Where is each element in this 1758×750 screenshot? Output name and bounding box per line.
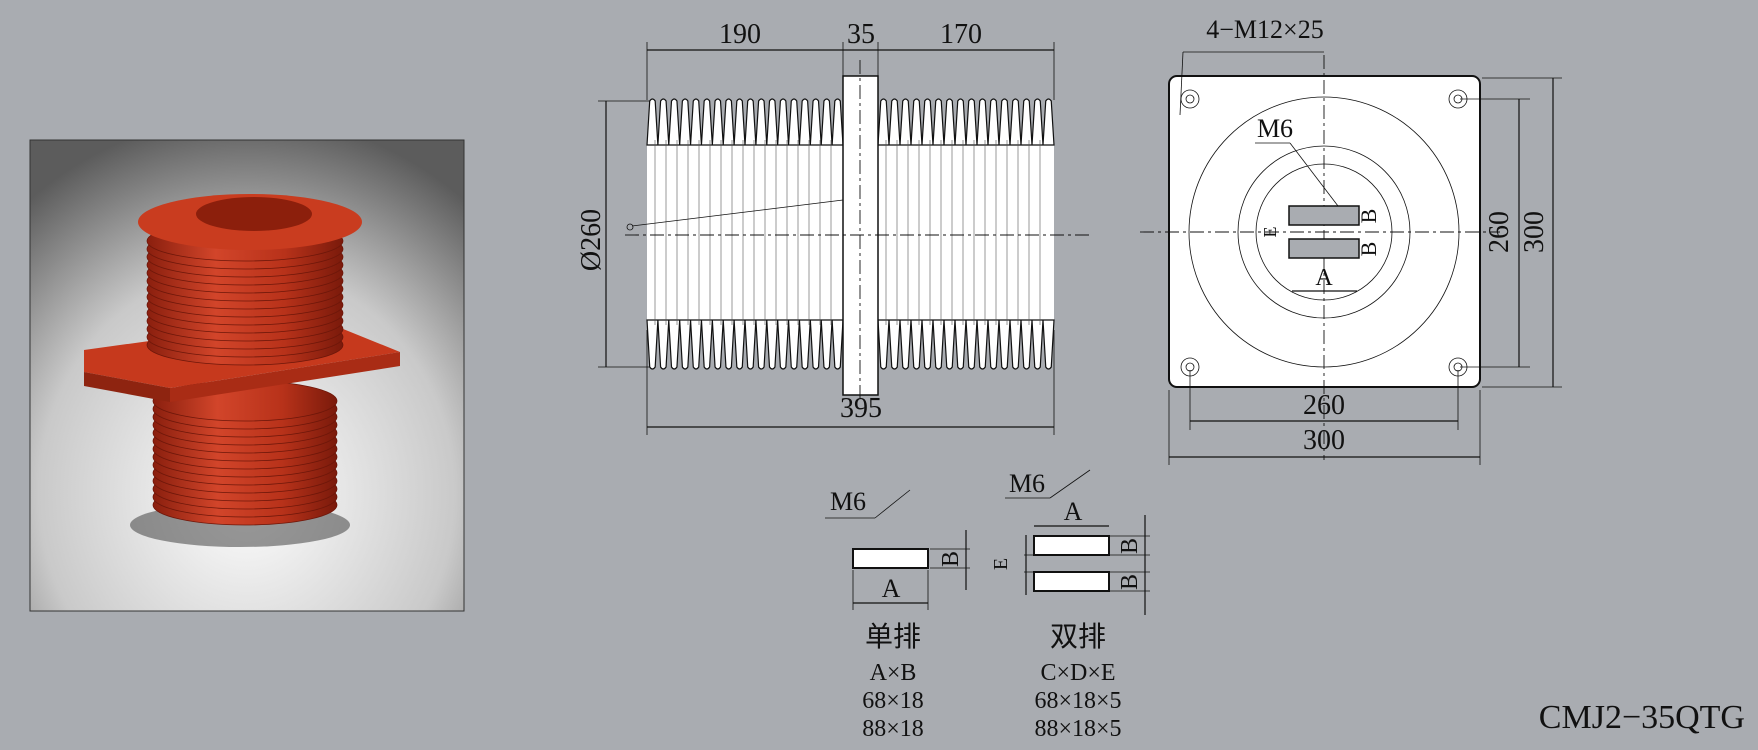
double-thread-label: M6 <box>1009 469 1045 498</box>
model-number: CMJ2−35QTG <box>1539 699 1745 736</box>
dim-395: 395 <box>840 393 882 424</box>
double-b-label: B <box>1117 538 1143 554</box>
double-e-label: E <box>990 558 1012 570</box>
single-title: 单排 <box>865 621 921 653</box>
single-size: 68×18 <box>862 688 924 714</box>
dim-260-h: 260 <box>1303 390 1345 421</box>
double-formula: C×D×E <box>1040 660 1115 686</box>
dim-260-v: 260 <box>1484 211 1515 253</box>
dim-170: 170 <box>940 19 982 50</box>
single-formula: A×B <box>870 660 917 686</box>
double-title: 双排 <box>1050 621 1106 653</box>
dim-300-h: 300 <box>1303 425 1345 456</box>
bar-b-label: B <box>1356 242 1381 257</box>
single-thread-label: M6 <box>830 487 866 516</box>
double-size: 68×18×5 <box>1034 688 1121 714</box>
flange <box>842 75 879 396</box>
dim-diameter: Ø260 <box>576 209 607 271</box>
double-row-detail: M6 A B B E 双排 C×D×E 68×18×5 88×18×5 <box>990 469 1150 742</box>
single-a-label: A <box>882 574 901 603</box>
dim-300-v: 300 <box>1519 211 1550 253</box>
front-view: 4−M12×25 M6 A B B E 260 300 260 300 <box>1140 15 1562 465</box>
single-size: 88×18 <box>862 716 924 742</box>
single-row-detail: M6 A B 单排 A×B 68×18 88×18 <box>825 487 970 742</box>
product-photo <box>29 139 465 612</box>
single-b-label: B <box>938 551 964 567</box>
side-view: 190 35 170 Ø260 395 <box>576 19 1090 435</box>
double-a-label: A <box>1064 497 1083 526</box>
dim-35: 35 <box>847 19 875 50</box>
bar-b-label: B <box>1356 209 1381 224</box>
bar-e-label: E <box>1260 227 1280 238</box>
double-b-label: B <box>1117 574 1143 590</box>
double-size: 88×18×5 <box>1034 716 1121 742</box>
bar-a-label: A <box>1315 265 1333 291</box>
thread-label: M6 <box>1257 114 1293 143</box>
dim-190: 190 <box>719 19 761 50</box>
bolt-spec-label: 4−M12×25 <box>1206 15 1323 44</box>
